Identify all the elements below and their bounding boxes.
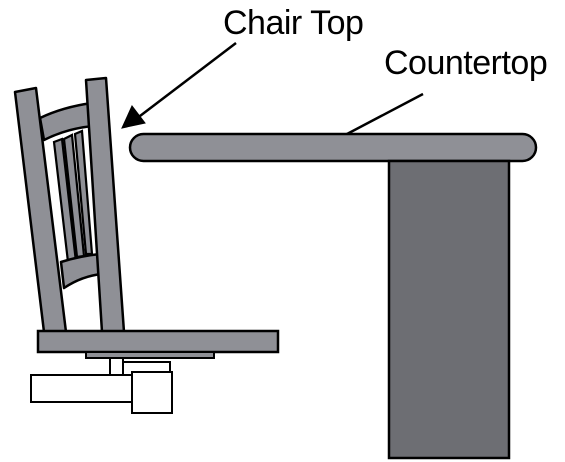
chair-right-post [84, 76, 126, 334]
chair-top-arrowhead [121, 105, 146, 129]
chair-top-arrow-shaft [139, 42, 237, 117]
chair-top-label: Chair Top [223, 4, 363, 42]
countertop-leader-line [346, 92, 424, 136]
chair-seat [36, 329, 280, 354]
chair-upper-rail [38, 101, 96, 142]
swing-arm [30, 371, 173, 414]
swing-arm-bar [30, 374, 134, 403]
swing-arm-bracket [131, 371, 173, 414]
chair-back [13, 76, 126, 334]
countertop-label: Countertop [384, 44, 547, 82]
chair-lower-rail [59, 252, 104, 290]
counter-base [387, 159, 511, 460]
chair-top-arrow [121, 42, 237, 129]
countertop-surface [128, 132, 538, 163]
mount-plate [85, 351, 215, 359]
